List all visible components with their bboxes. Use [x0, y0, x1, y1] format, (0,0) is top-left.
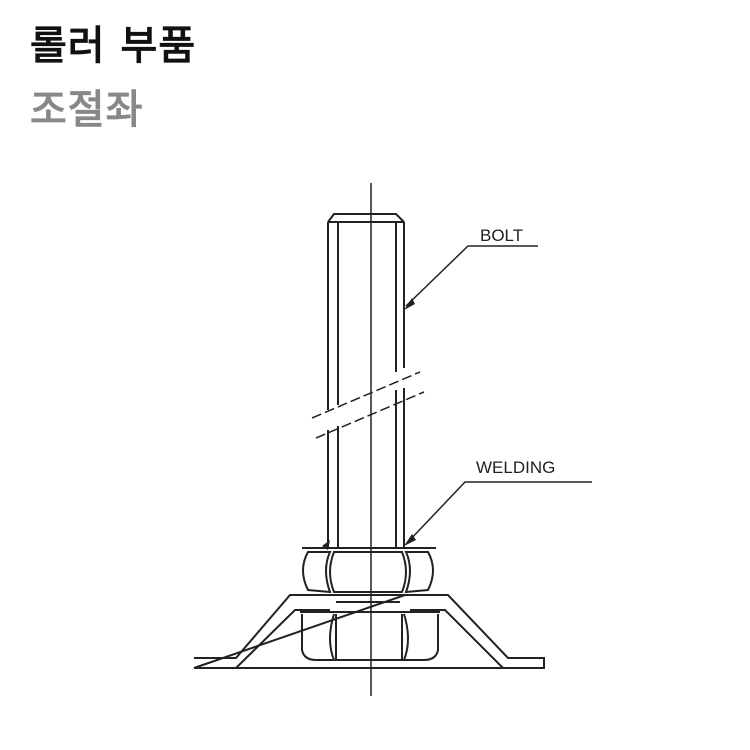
bolt-leader — [405, 245, 538, 307]
bolt-chamfer — [327, 213, 405, 223]
welding-leader — [407, 481, 592, 543]
page-subtitle: 조절좌 — [30, 87, 144, 133]
welding-label: WELDING — [476, 458, 555, 477]
page-title: 롤러 부품 — [30, 23, 197, 69]
bolt-label: BOLT — [480, 226, 523, 245]
